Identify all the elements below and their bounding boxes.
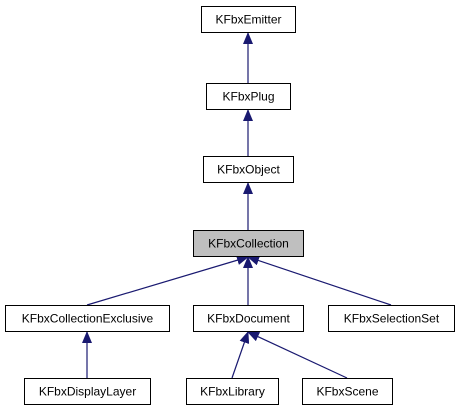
class-node-box	[5, 305, 170, 332]
edge-selectionset-to-collection	[247, 255, 392, 306]
class-node-label: KFbxObject	[217, 163, 280, 177]
class-node-box	[193, 305, 304, 332]
class-node-scene[interactable]: KFbxScene	[302, 378, 393, 405]
class-node-label: KFbxCollectionExclusive	[22, 312, 154, 326]
class-node-displaylayer[interactable]: KFbxDisplayLayer	[24, 378, 151, 405]
class-node-box	[193, 230, 304, 257]
class-node-label: KFbxPlug	[222, 90, 274, 104]
nodes-layer: KFbxEmitterKFbxPlugKFbxObjectKFbxCollect…	[5, 6, 455, 405]
edges-layer	[82, 32, 392, 379]
class-node-library[interactable]: KFbxLibrary	[186, 378, 279, 405]
class-node-selectionset[interactable]: KFbxSelectionSet	[328, 305, 455, 332]
class-node-emitter[interactable]: KFbxEmitter	[201, 6, 296, 33]
class-node-collection: KFbxCollection	[193, 230, 304, 257]
edge-scene-to-document	[247, 331, 348, 379]
class-node-box	[201, 6, 296, 33]
class-node-label: KFbxEmitter	[215, 13, 281, 27]
edge-library-to-document	[231, 331, 250, 379]
class-node-box	[186, 378, 279, 405]
edge-collexclusive-to-collection	[86, 255, 249, 306]
class-node-document[interactable]: KFbxDocument	[193, 305, 304, 332]
class-node-object[interactable]: KFbxObject	[203, 156, 294, 183]
class-node-label: KFbxLibrary	[200, 385, 265, 399]
class-node-label: KFbxScene	[316, 385, 378, 399]
class-node-box	[203, 156, 294, 183]
class-node-label: KFbxSelectionSet	[344, 312, 440, 326]
class-node-box	[206, 83, 291, 110]
class-node-plug[interactable]: KFbxPlug	[206, 83, 291, 110]
class-node-box	[24, 378, 151, 405]
class-node-label: KFbxDocument	[207, 312, 290, 326]
class-node-box	[302, 378, 393, 405]
class-node-collexclusive[interactable]: KFbxCollectionExclusive	[5, 305, 170, 332]
class-node-label: KFbxCollection	[208, 237, 289, 251]
class-node-box	[328, 305, 455, 332]
class-node-label: KFbxDisplayLayer	[39, 385, 136, 399]
